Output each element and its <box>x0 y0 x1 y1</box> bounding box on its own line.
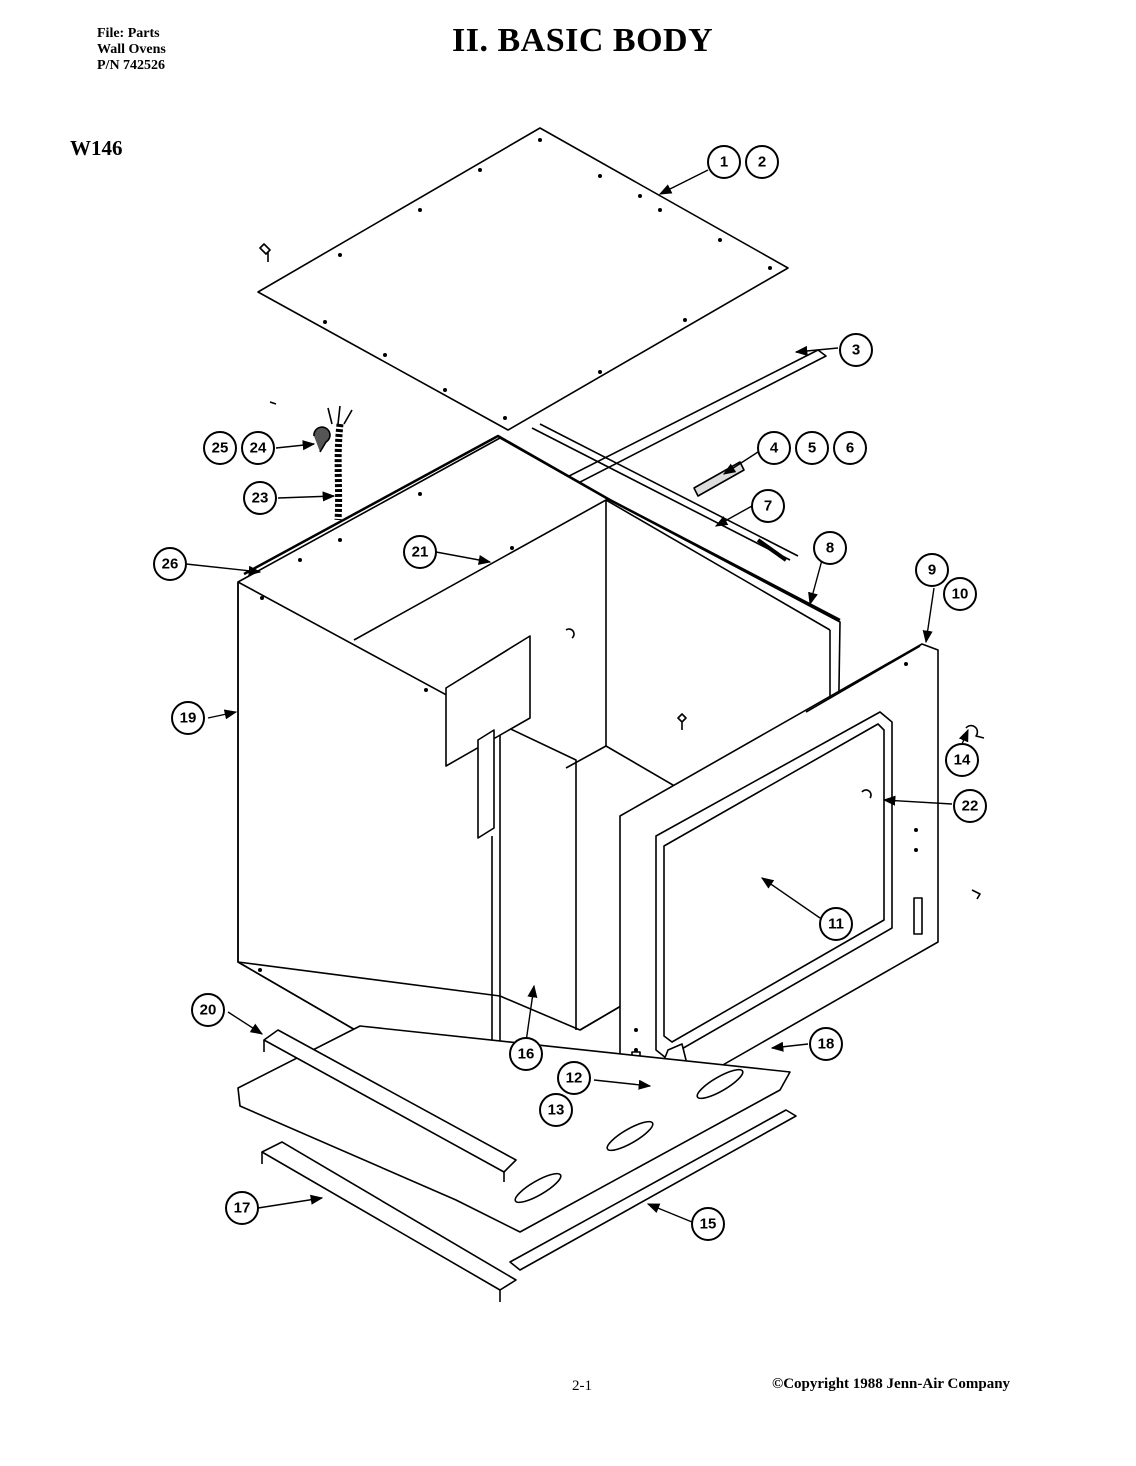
callout-24: 24 <box>250 440 267 457</box>
screw-icon <box>971 889 981 900</box>
top-panel <box>257 127 789 431</box>
nut-icon <box>861 789 872 799</box>
callout-17: 17 <box>234 1200 251 1217</box>
callout-25: 25 <box>212 440 229 457</box>
screw-icon <box>269 401 277 405</box>
file-info: File: Parts Wall Ovens P/N 742526 <box>97 26 166 74</box>
callout-13: 13 <box>548 1102 565 1119</box>
screw-icon <box>259 243 271 262</box>
callout-21: 21 <box>412 544 429 561</box>
copyright-notice: ©Copyright 1988 Jenn-Air Company <box>772 1376 1011 1392</box>
front-rail <box>261 1141 517 1302</box>
callout-19: 19 <box>180 710 197 727</box>
model-number: W146 <box>70 136 123 160</box>
callout-6: 6 <box>846 440 854 457</box>
callout-5: 5 <box>808 440 816 457</box>
page-title: II. BASIC BODY <box>452 22 714 59</box>
callout-16: 16 <box>518 1046 535 1063</box>
callout-labels: 1 2 3 4 5 6 7 8 9 10 11 12 13 14 15 16 1… <box>162 154 979 1233</box>
product-line: Wall Ovens <box>97 42 166 57</box>
bottom-pan <box>237 1025 791 1233</box>
callout-4: 4 <box>770 440 779 457</box>
callout-2: 2 <box>758 154 766 171</box>
callout-23: 23 <box>252 490 269 507</box>
callout-12: 12 <box>566 1070 583 1087</box>
conduit <box>313 405 353 521</box>
bracket <box>693 461 745 497</box>
callout-1: 1 <box>720 154 728 171</box>
file-line: File: Parts <box>97 26 160 41</box>
hook-icon <box>565 628 575 639</box>
callout-22: 22 <box>962 798 979 815</box>
callout-18: 18 <box>818 1036 835 1053</box>
terminal-block-icon <box>965 724 985 739</box>
page-number: 2-1 <box>572 1378 592 1394</box>
callout-3: 3 <box>852 342 860 359</box>
callout-20: 20 <box>200 1002 217 1019</box>
callout-14: 14 <box>954 752 971 769</box>
callout-11: 11 <box>828 916 844 933</box>
callout-8: 8 <box>826 540 834 557</box>
rear-channel <box>531 423 799 562</box>
left-channel <box>263 1029 517 1182</box>
callout-15: 15 <box>700 1216 717 1233</box>
callout-26: 26 <box>162 556 179 573</box>
callout-9: 9 <box>928 562 936 579</box>
clamp-icon <box>313 426 331 453</box>
callout-10: 10 <box>952 586 969 603</box>
part-number-line: P/N 742526 <box>97 58 166 73</box>
callout-7: 7 <box>764 498 772 515</box>
callout-circles <box>153 145 987 1241</box>
screw-icon <box>677 713 687 730</box>
leader-lines <box>185 169 969 1223</box>
front-channel <box>509 1109 797 1271</box>
